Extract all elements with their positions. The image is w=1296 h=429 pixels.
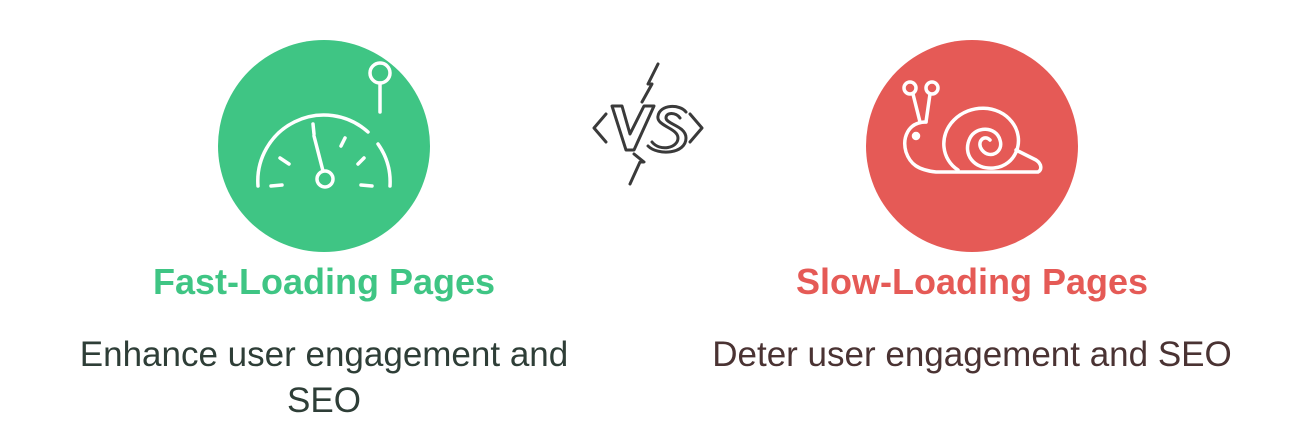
slow-loading-description: Deter user engagement and SEO — [712, 335, 1232, 374]
fast-loading-title: Fast-Loading Pages — [152, 261, 496, 302]
speedometer-icon — [256, 61, 392, 189]
vs-lightning-icon — [592, 62, 704, 186]
fast-loading-panel: Fast-Loading Pages Enhance user engageme… — [44, 0, 604, 429]
slow-loading-panel: Slow-Loading Pages Deter user engagement… — [692, 0, 1252, 429]
slow-loading-circle — [866, 40, 1078, 252]
fast-loading-description: Enhance user engagement and SEO — [79, 335, 569, 420]
fast-loading-circle — [218, 40, 430, 252]
slow-loading-title: Slow-Loading Pages — [795, 261, 1149, 302]
snail-icon — [902, 80, 1043, 174]
